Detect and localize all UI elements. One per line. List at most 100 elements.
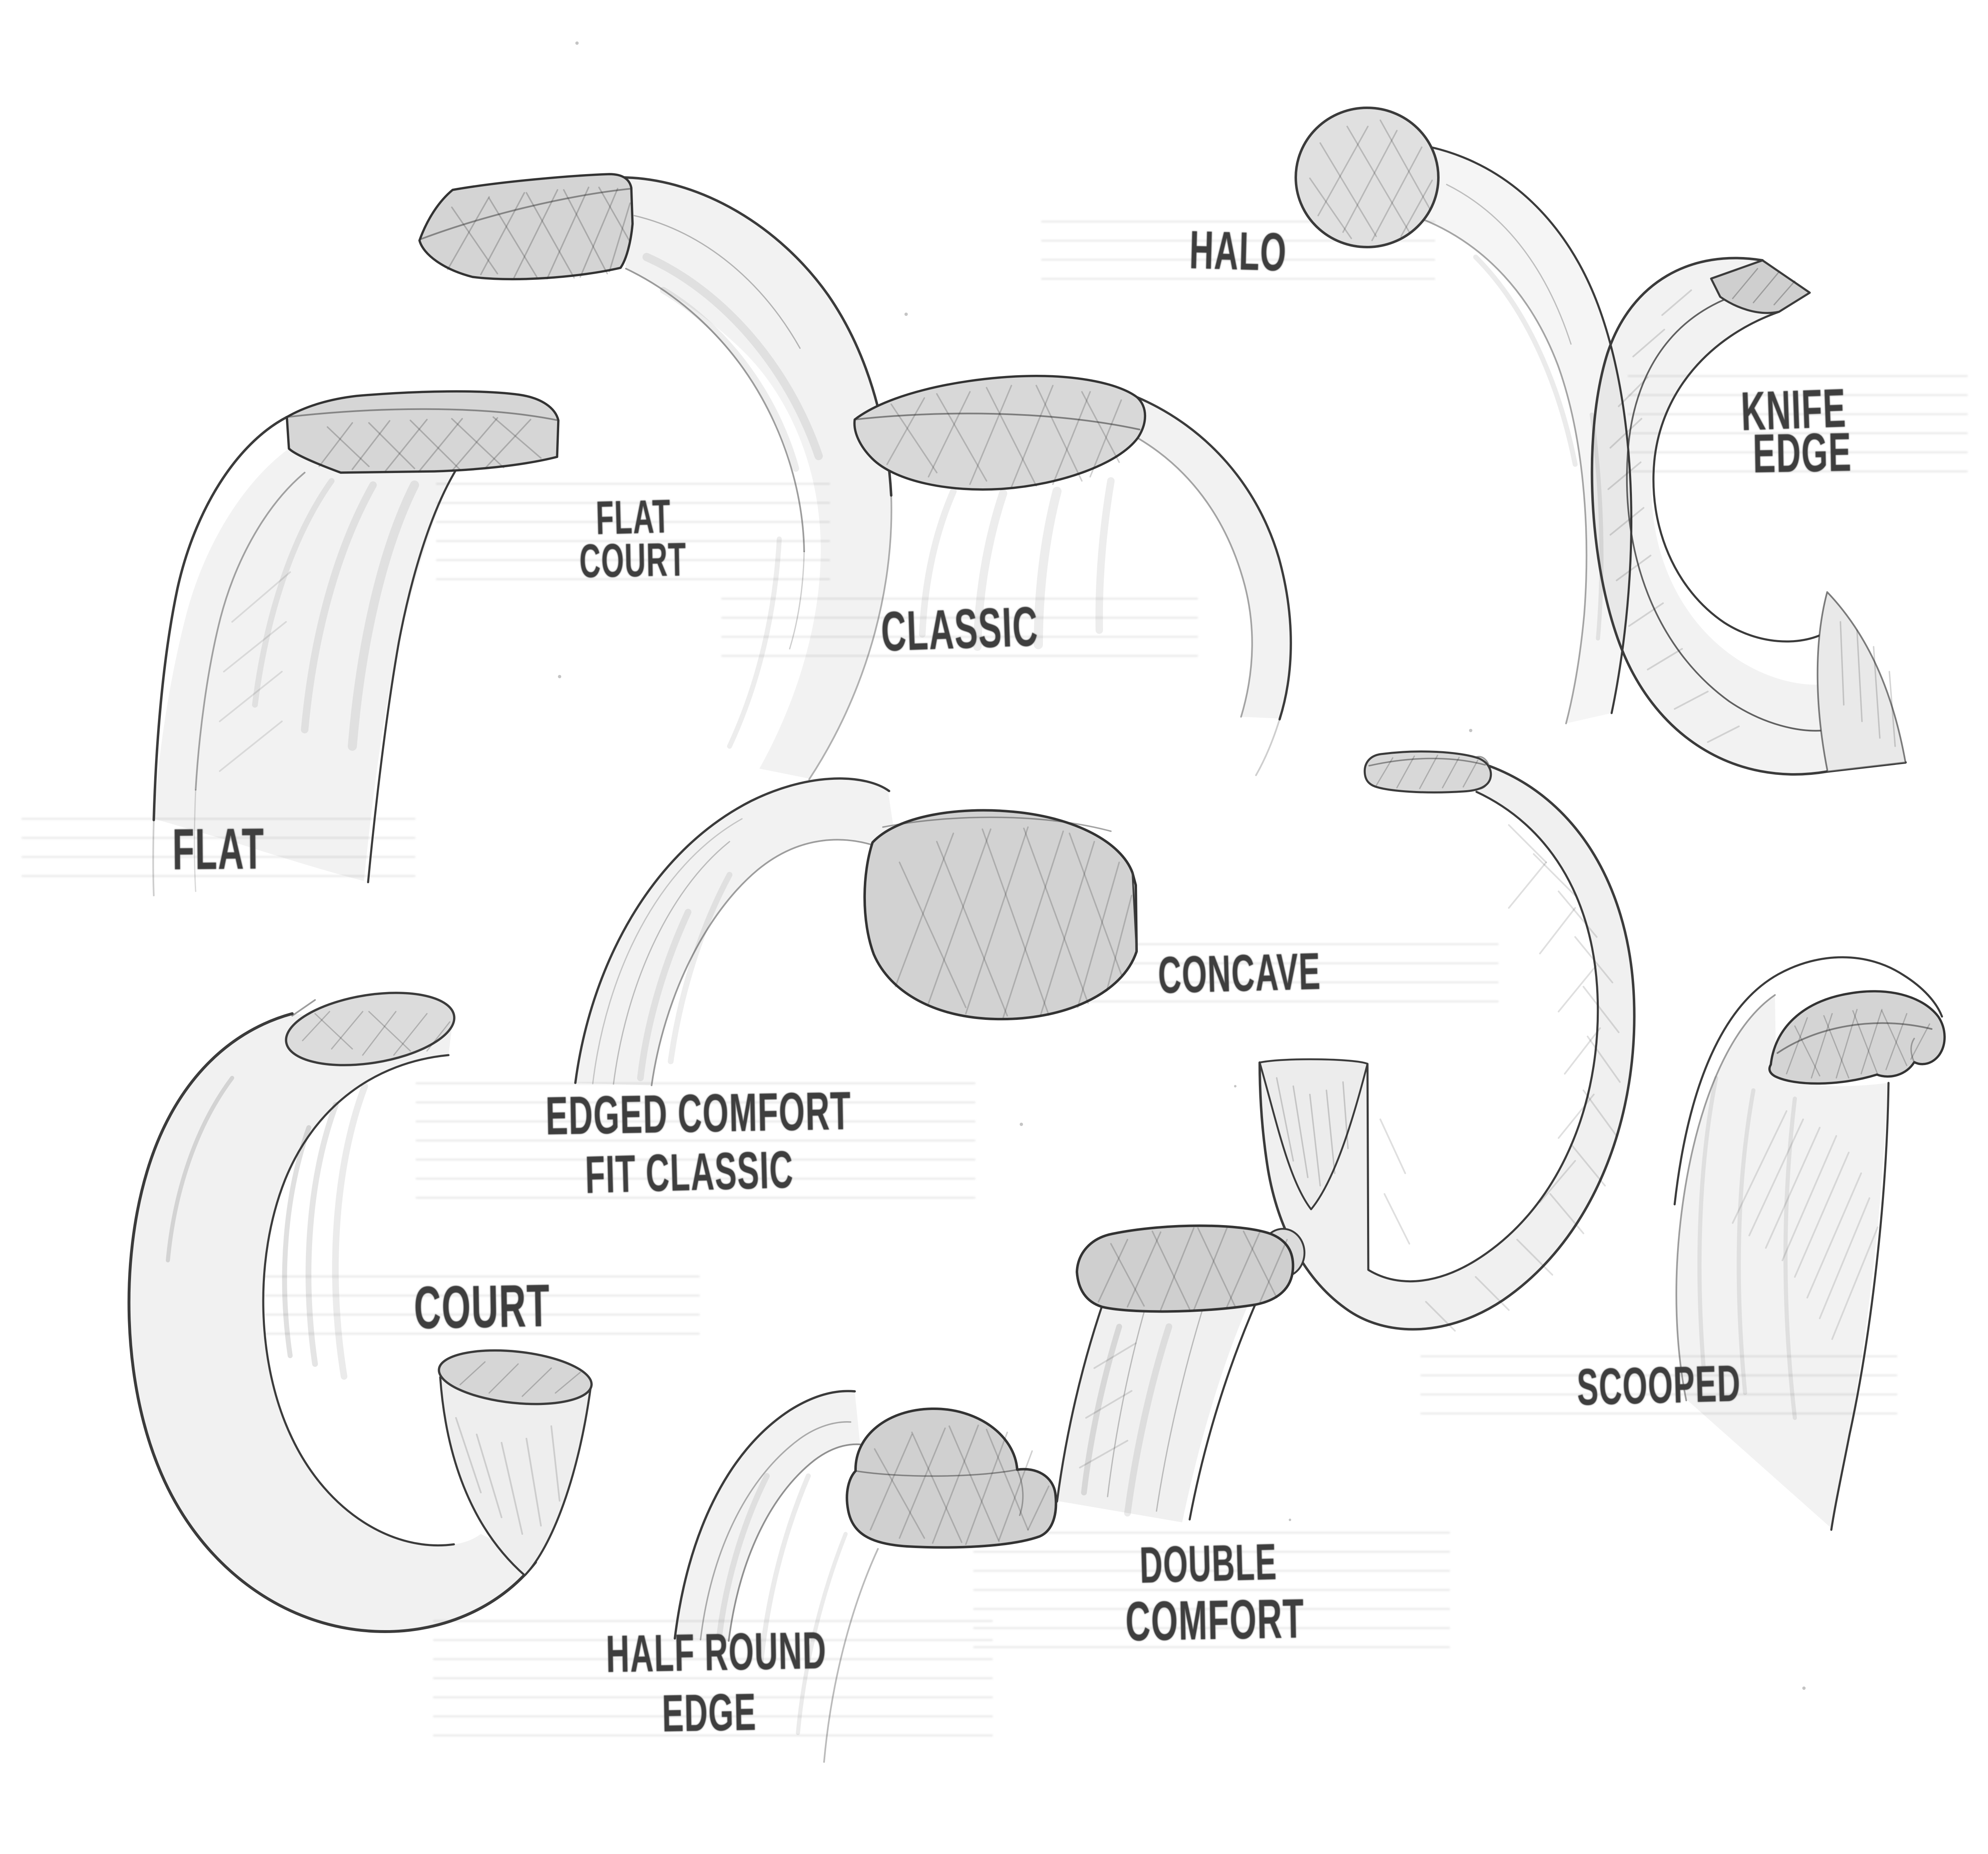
label-edged-comfort-line2: FIT CLASSIC — [521, 1137, 858, 1206]
label-double-comfort-line1: DOUBLE — [1097, 1532, 1320, 1596]
label-halo: HALO — [1159, 218, 1318, 284]
court-outer-edge — [127, 1012, 537, 1633]
flat-cap-top-facet — [286, 408, 559, 421]
guide-lines-edged — [416, 1082, 975, 1203]
court-cap-face — [285, 992, 456, 1066]
flat-cap-hatching — [318, 416, 542, 473]
halo-cap-circle — [1295, 107, 1440, 248]
double-comfort-band-right-edge — [1188, 1303, 1256, 1521]
classic-band-inner-edge — [1138, 438, 1253, 718]
label-knife-edge-line2: EDGE — [1722, 420, 1882, 485]
double-comfort-sketch — [1056, 1224, 1306, 1522]
label-half-round-line1: HALF ROUND — [538, 1619, 895, 1685]
flat-court-sketch — [418, 173, 892, 780]
edged-comfort-cap-right-facet — [1132, 872, 1137, 952]
edged-comfort-band-outer-edge — [574, 777, 890, 1084]
half-round-band-inner-edge — [728, 1443, 861, 1642]
concave-inner-edge — [1366, 791, 1599, 1283]
classic-cap-hatching — [886, 385, 1122, 488]
flat-court-cap — [418, 173, 634, 281]
label-scooped: SCOOPED — [1526, 1353, 1792, 1419]
halo-band-inner-edge — [1421, 218, 1588, 724]
label-double-comfort-text1: DOUBLE — [1139, 1534, 1278, 1594]
flat-band-fill — [154, 449, 455, 881]
label-half-round-text2: EDGE — [661, 1682, 757, 1743]
label-flat-court-line2: COURT — [546, 532, 720, 589]
concave-band-fill — [1260, 766, 1634, 1330]
half-round-cap-right-lip — [1016, 1469, 1024, 1516]
court-horn-face-hatching — [459, 1361, 581, 1397]
flat-band-right-edge — [367, 470, 456, 883]
label-concave-text: CONCAVE — [1157, 942, 1322, 1005]
label-classic-text: CLASSIC — [880, 595, 1040, 663]
scooped-outer-top-line — [1673, 956, 1943, 1206]
half-round-band-mid-line — [700, 1421, 851, 1640]
edged-comfort-ribbon-line-1 — [613, 841, 730, 1085]
scooped-cap-hatching — [1786, 1009, 1930, 1079]
label-scooped-text: SCOOPED — [1576, 1354, 1742, 1417]
edged-comfort-band-shading — [637, 872, 732, 1081]
halo-band-outer-edge — [1430, 146, 1632, 714]
scooped-cap-scoop-line — [1777, 1022, 1932, 1054]
flat-sketch — [152, 390, 560, 896]
double-comfort-band-left-edge — [1056, 1306, 1103, 1503]
scooped-cap — [1768, 990, 1946, 1085]
classic-band-outer-edge — [1136, 396, 1292, 721]
concave-cap-hatching — [1375, 755, 1479, 789]
court-horn-body — [439, 1376, 592, 1577]
label-edged-comfort-text1: EDGED COMFORT — [545, 1080, 852, 1146]
label-concave: CONCAVE — [1108, 940, 1372, 1007]
edged-comfort-sketch — [574, 777, 1138, 1086]
label-double-comfort-line2: COMFORT — [1070, 1586, 1360, 1654]
flat-court-cap-hatching — [447, 187, 631, 279]
knife-edge-inner-edge — [1652, 311, 1828, 643]
court-cap-hatching — [302, 1011, 451, 1056]
half-round-cap-hatching — [870, 1424, 1050, 1545]
court-inner-edge — [262, 1054, 455, 1547]
classic-cap — [853, 375, 1147, 491]
halo-band-fill — [1422, 147, 1632, 723]
double-comfort-cap-hatching — [1098, 1227, 1288, 1311]
halo-band-flow-line — [1446, 184, 1572, 345]
flat-court-band-shading — [642, 253, 823, 749]
court-band-fill — [129, 1014, 536, 1632]
concave-channel-hatching — [1276, 1077, 1349, 1187]
concave-band-hatching — [1379, 824, 1621, 1332]
edged-comfort-band-inner-edge — [651, 839, 892, 1086]
guide-lines-court — [264, 1276, 700, 1338]
knife-edge-outer-edge — [1590, 257, 1907, 776]
concave-sketch — [1258, 750, 1636, 1332]
knife-edge-band-fill — [1592, 258, 1827, 774]
label-court: COURT — [372, 1270, 593, 1343]
flat-court-cap-top-facet — [419, 188, 632, 240]
label-court-text: COURT — [413, 1272, 551, 1342]
edged-comfort-band-fill — [575, 778, 897, 1085]
double-comfort-cap — [1076, 1224, 1295, 1313]
concave-channel — [1258, 1058, 1369, 1211]
label-flat-text: FLAT — [172, 816, 265, 882]
label-edged-comfort-text2: FIT CLASSIC — [584, 1140, 795, 1204]
guide-lines-half-round — [433, 1620, 993, 1745]
scooped-band-right-edge — [1830, 1082, 1890, 1531]
knife-edge-terminal-face — [1816, 591, 1906, 772]
label-flat-court-text2: COURT — [579, 533, 687, 588]
edged-comfort-cap-hatching — [895, 826, 1132, 1019]
scooped-sketch — [1673, 956, 1946, 1531]
classic-cap-ridge — [854, 413, 1140, 430]
court-horn-hatching — [455, 1417, 560, 1535]
double-comfort-inner-line-2 — [1156, 1310, 1203, 1512]
halo-cap-hatching — [1309, 119, 1433, 241]
knife-edge-ridge — [1626, 286, 1828, 732]
guide-lines-flat-court — [436, 483, 830, 595]
label-double-comfort-text2: COMFORT — [1125, 1587, 1305, 1653]
flat-court-band-inner-edge — [625, 268, 805, 552]
scooped-band-shading — [1697, 1076, 1879, 1420]
flat-band-outer-edge — [153, 416, 288, 821]
flat-band-outer-fade — [152, 819, 155, 896]
half-round-cap — [846, 1407, 1057, 1549]
scooped-band-left-edge — [1675, 994, 1776, 1401]
flat-court-band-outer-fade — [808, 495, 892, 780]
guide-lines-flat — [22, 818, 415, 880]
label-half-round-line2: EDGE — [633, 1681, 786, 1744]
